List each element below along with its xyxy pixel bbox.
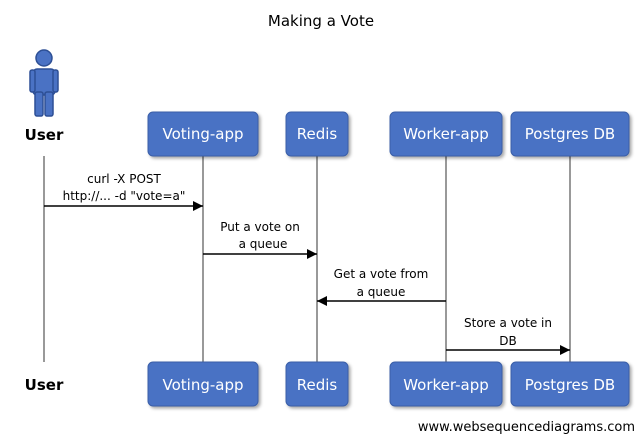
message-2-line-1: Put a vote on (220, 220, 300, 234)
participant-voting-app-bottom: Voting-app (147, 361, 259, 407)
participant-redis-top: Redis (285, 111, 349, 157)
person-icon (29, 49, 59, 117)
message-3: Get a vote from a queue (317, 267, 446, 306)
participant-user-top: User (25, 126, 64, 144)
participant-label: Voting-app (163, 376, 244, 394)
credit-text: www.websequencediagrams.com (418, 420, 635, 435)
diagram-title: Making a Vote (268, 12, 374, 30)
message-4-line-1: Store a vote in (464, 316, 552, 330)
participant-redis-bottom: Redis (285, 361, 349, 407)
participant-postgres-db-bottom: Postgres DB (510, 361, 630, 407)
message-1-line-1: curl -X POST (87, 172, 161, 186)
participant-label: Worker-app (403, 376, 489, 394)
participant-label: Redis (297, 125, 338, 143)
participant-label: Voting-app (163, 125, 244, 143)
participant-worker-app-bottom: Worker-app (389, 361, 503, 407)
message-1: curl -X POST http://... -d "vote=a" (44, 172, 203, 211)
message-4: Store a vote in DB (446, 316, 570, 355)
participant-label: Postgres DB (525, 376, 615, 394)
message-3-line-1: Get a vote from (334, 267, 429, 281)
participant-user-bottom: User (25, 376, 64, 394)
message-2: Put a vote on a queue (203, 220, 317, 259)
participant-postgres-db-top: Postgres DB (510, 111, 630, 157)
message-2-line-2: a queue (239, 237, 288, 251)
message-4-line-2: DB (499, 334, 516, 348)
participant-voting-app-top: Voting-app (147, 111, 259, 157)
message-3-line-2: a queue (357, 285, 406, 299)
participant-label: Worker-app (403, 125, 489, 143)
message-1-line-2: http://... -d "vote=a" (63, 189, 186, 203)
participant-label: Postgres DB (525, 125, 615, 143)
participant-label: Redis (297, 376, 338, 394)
participant-worker-app-top: Worker-app (389, 111, 503, 157)
lifelines (43, 156, 571, 362)
